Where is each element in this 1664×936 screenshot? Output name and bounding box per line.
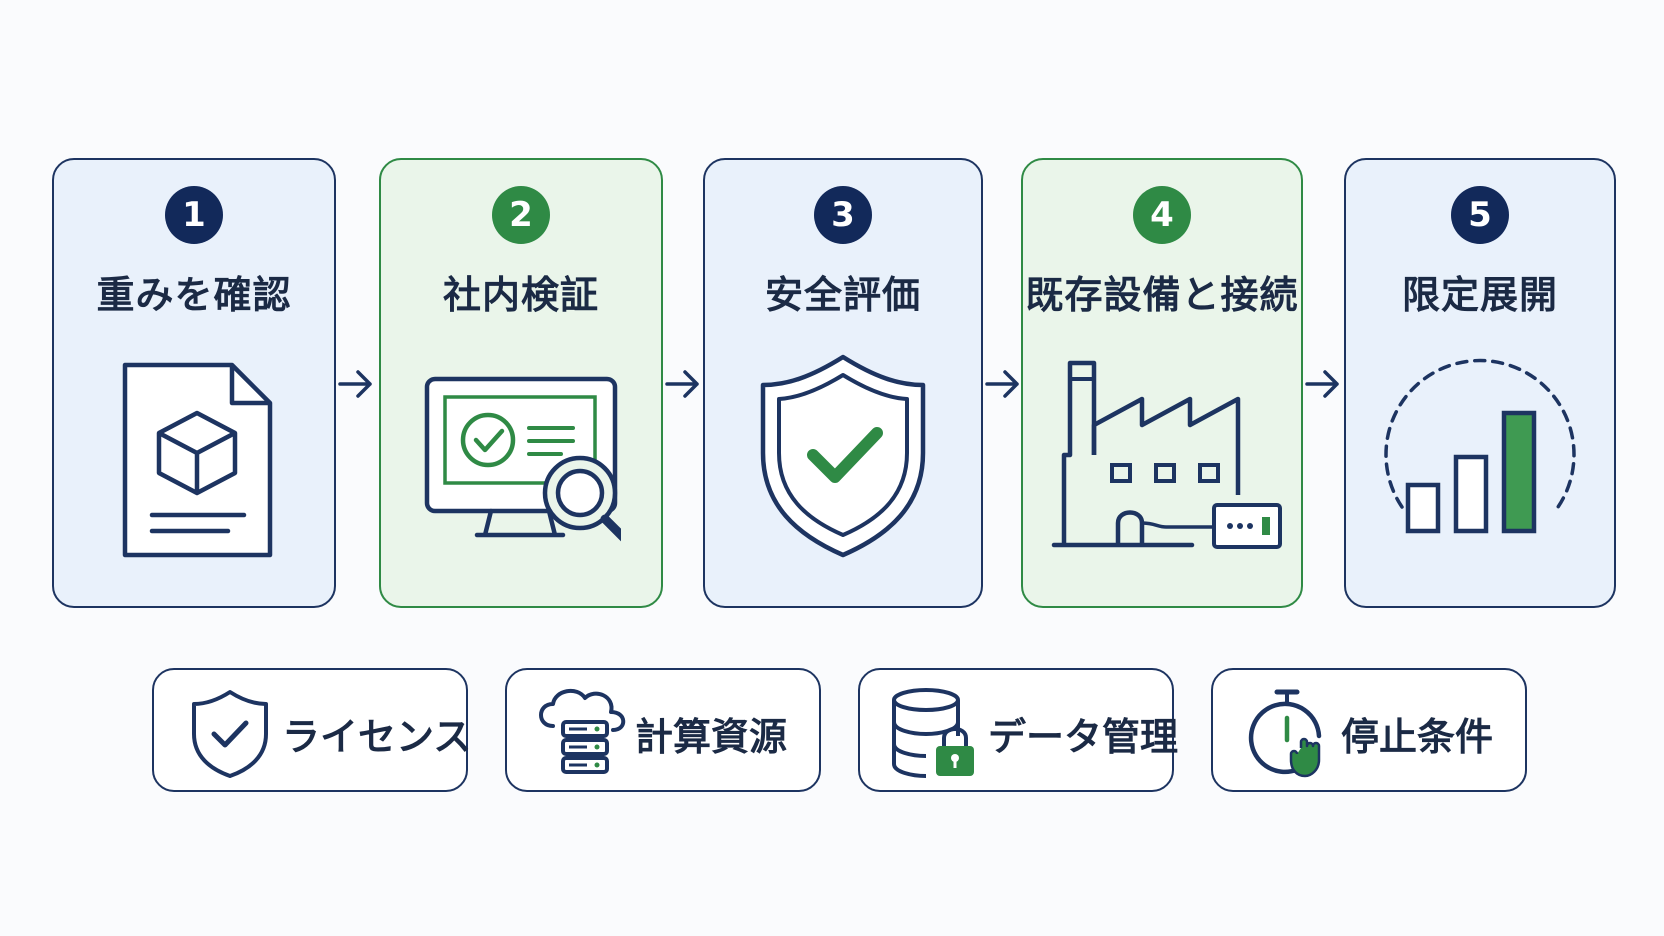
step-card-3: 3 安全評価 bbox=[703, 158, 983, 608]
arrow-right-icon bbox=[665, 370, 699, 398]
step-title: 限定展開 bbox=[1401, 273, 1558, 317]
step-card-4: 4 既存設備と接続 bbox=[1021, 158, 1303, 608]
step-number-badge: 3 bbox=[814, 186, 872, 244]
step-title: 社内検証 bbox=[442, 273, 599, 317]
shield-check-icon bbox=[760, 354, 926, 558]
step-number-badge: 1 bbox=[165, 186, 223, 244]
document-cube-icon bbox=[122, 362, 273, 558]
consideration-stop-condition: 停止条件 bbox=[1211, 668, 1527, 792]
cloud-server-icon bbox=[539, 688, 626, 774]
consideration-label: ライセンス bbox=[282, 715, 472, 759]
consideration-license: ライセンス bbox=[152, 668, 472, 792]
arrow-right-icon bbox=[338, 370, 372, 398]
step-title: 安全評価 bbox=[764, 273, 921, 317]
factory-connection-icon bbox=[1051, 360, 1282, 549]
consideration-label: データ管理 bbox=[988, 715, 1179, 759]
step-card-2: 2 社内検証 bbox=[379, 158, 663, 608]
shield-check-icon bbox=[192, 690, 268, 778]
database-lock-icon bbox=[892, 688, 974, 778]
step-number-badge: 2 bbox=[492, 186, 550, 244]
stopwatch-icon bbox=[1248, 689, 1322, 778]
consideration-label: 計算資源 bbox=[635, 715, 788, 759]
step-number-badge: 4 bbox=[1133, 186, 1191, 244]
consideration-data: データ管理 bbox=[858, 668, 1178, 792]
monitor-magnifier-icon bbox=[424, 376, 621, 542]
arrow-right-icon bbox=[985, 370, 1019, 398]
step-number-badge: 5 bbox=[1451, 186, 1509, 244]
step-title: 重みを確認 bbox=[96, 273, 292, 317]
arrow-right-icon bbox=[1305, 370, 1339, 398]
step-title: 既存設備と接続 bbox=[1025, 273, 1299, 317]
bar-chart-rollout-icon bbox=[1384, 358, 1576, 534]
consideration-label: 停止条件 bbox=[1341, 715, 1494, 759]
step-card-1: 1 重みを確認 bbox=[52, 158, 336, 608]
consideration-compute: 計算資源 bbox=[505, 668, 821, 792]
step-card-5: 5 限定展開 bbox=[1344, 158, 1616, 608]
